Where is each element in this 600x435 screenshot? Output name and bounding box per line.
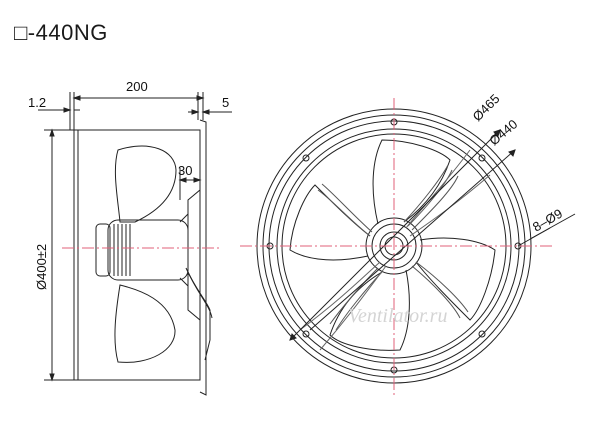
blade-left [289, 184, 371, 261]
dim-1-2: 1.2 [28, 95, 46, 110]
blade-top [372, 139, 451, 225]
dim-5: 5 [222, 95, 229, 110]
dim-holes: 8–Ø9 [530, 206, 565, 235]
blade-right [415, 237, 496, 321]
dim-400: Ø400±2 [34, 244, 49, 290]
dim-30: 30 [178, 163, 192, 178]
dim-200: 200 [126, 79, 148, 94]
dim-465: Ø465 [470, 91, 503, 124]
side-view [38, 92, 232, 396]
dim-440: Ø440 [486, 116, 520, 148]
watermark: Ventilator.ru [348, 305, 447, 327]
model-title: □-440NG [14, 20, 108, 45]
